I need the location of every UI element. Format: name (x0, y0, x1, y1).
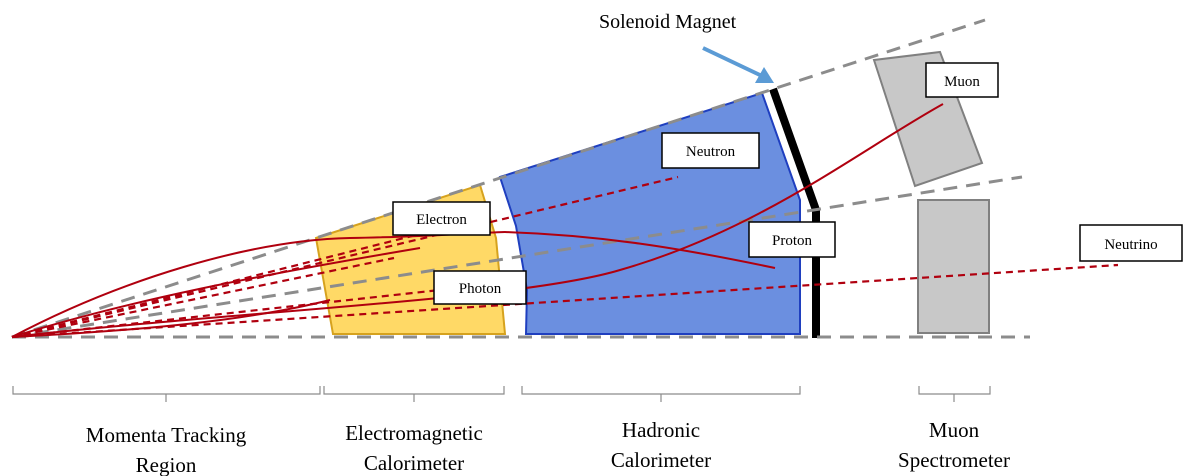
proton-label: Proton (772, 233, 813, 249)
hadronic-caption-2: Calorimeter (611, 448, 711, 472)
middle-cone-guide (11, 175, 1023, 339)
em-caption-1: Electromagnetic (345, 421, 483, 445)
photon-track-1 (11, 232, 421, 339)
electron-box (392, 201, 491, 236)
photon-label: Photon (459, 281, 502, 297)
neutrino-box (1079, 224, 1183, 262)
neutron-track (11, 175, 679, 339)
region-captions: Momenta Tracking Region Electromagnetic … (86, 418, 1010, 476)
upper-cone-guide (11, 18, 986, 339)
neutral-tracks (11, 175, 1119, 339)
hadronic-caption-1: Hadronic (622, 418, 700, 442)
em-caption-2: Calorimeter (364, 451, 464, 475)
neutron-label: Neutron (686, 144, 736, 160)
tracking-caption-2: Region (136, 453, 197, 476)
proton-track (504, 231, 776, 269)
region-brackets (12, 386, 991, 402)
neutrino-label: Neutrino (1104, 237, 1157, 253)
hadronic-bracket (521, 386, 801, 402)
muon-track (11, 103, 944, 338)
neutrino-track (11, 263, 1119, 339)
photon-label-box: Photon (433, 270, 527, 305)
muon-chamber-lower (917, 199, 990, 334)
tracking-caption-1: Momenta Tracking (86, 423, 247, 447)
muon-label-box: Muon (925, 62, 999, 98)
muon-bracket (918, 386, 991, 402)
muon-box (925, 62, 999, 98)
photon-box (433, 270, 527, 305)
tracking-bracket (12, 386, 321, 402)
proton-box (748, 221, 836, 258)
neutron-box (661, 132, 760, 169)
muon-caption-2: Spectrometer (898, 448, 1010, 472)
neutrino-label-box: Neutrino (1079, 224, 1183, 262)
photon-track-2 (11, 256, 395, 339)
neutron-label-box: Neutron (661, 132, 760, 169)
solenoid-label: Solenoid Magnet (599, 11, 737, 33)
muon-caption-1: Muon (929, 418, 980, 442)
solenoid-arrow (702, 46, 763, 78)
electron-label: Electron (416, 212, 467, 228)
guide-lines (11, 18, 1030, 339)
em-bracket (323, 386, 505, 402)
muon-label: Muon (944, 74, 980, 90)
proton-label-box: Proton (748, 221, 836, 258)
solenoid-arrowhead (755, 67, 774, 83)
electron-label-box: Electron (392, 201, 491, 236)
muon-chamber-upper (872, 50, 984, 188)
